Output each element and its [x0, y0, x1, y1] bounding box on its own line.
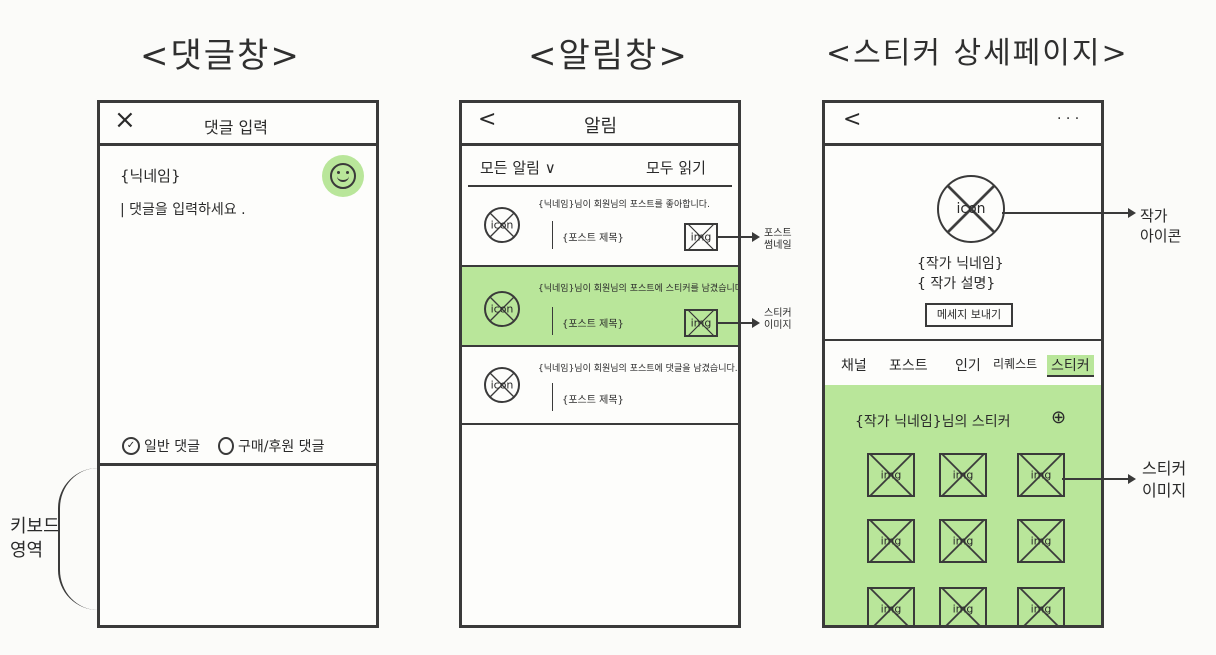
avatar-icon: icon: [484, 367, 520, 403]
item-divider: [462, 265, 738, 267]
artist-icon-note: 작가 아이콘: [1140, 207, 1182, 245]
notification-item[interactable]: icon {닉네임}님이 회원님의 포스트에 댓글을 남겼습니다. {포스트 제…: [462, 347, 738, 423]
notification-text: {닉네임}님이 회원님의 포스트에 댓글을 남겼습니다.: [538, 364, 738, 374]
message-button-label: 메세지 보내기: [936, 308, 1002, 321]
tab-sticker[interactable]: 스티커: [1047, 355, 1094, 377]
radio-purchase-label: 구매/후원 댓글: [238, 439, 325, 455]
tab-divider-top: [825, 339, 1101, 341]
download-icon[interactable]: ⊕: [1051, 407, 1067, 428]
keyboard-divider: [100, 463, 376, 466]
notification-item[interactable]: icon {닉네임}님이 회원님의 포스트에 스티커를 남겼습니다. {포스트 …: [462, 267, 738, 345]
sticker-image[interactable]: img: [1017, 453, 1065, 497]
smile-icon: [330, 163, 356, 189]
sticker-section-title: {작가 닉네임}님의 스티커: [855, 414, 1011, 430]
sticker-image[interactable]: img: [1017, 587, 1065, 625]
notify-screen: < 알림 모든 알림 ∨ 모두 읽기 icon {닉네임}님이 회원님의 포스트…: [459, 100, 741, 628]
avatar-icon: icon: [484, 291, 520, 327]
radio-checked-icon: ✓: [122, 437, 140, 455]
sticker-header: < · · ·: [825, 103, 1101, 146]
sticker-image[interactable]: img: [1017, 519, 1065, 563]
sticker-arrow: [718, 318, 760, 328]
notification-item[interactable]: icon {닉네임}님이 회원님의 포스트를 좋아합니다. {포스트 제목} i…: [462, 187, 738, 265]
read-all-button[interactable]: 모두 읽기: [646, 159, 706, 177]
notification-text: {닉네임}님이 회원님의 포스트를 좋아합니다.: [538, 200, 710, 210]
back-button[interactable]: <: [478, 107, 497, 132]
emoji-button[interactable]: [322, 155, 364, 197]
sticker-panel: {작가 닉네임}님의 스티커 ⊕ img img img img img img…: [825, 385, 1101, 625]
avatar-icon: icon: [484, 207, 520, 243]
item-divider: [462, 345, 738, 347]
tab-post[interactable]: 포스트: [889, 358, 928, 374]
tab-channel[interactable]: 채널: [841, 358, 867, 374]
sticker-image[interactable]: img: [867, 587, 915, 625]
radio-normal-label: 일반 댓글: [144, 439, 200, 455]
sticker-image[interactable]: img: [939, 453, 987, 497]
notify-screen-title: <알림창>: [528, 36, 689, 76]
radio-empty-icon: [218, 437, 234, 455]
sticker-image-arrow: [1062, 474, 1136, 484]
artist-icon: icon: [937, 175, 1005, 243]
message-button[interactable]: 메세지 보내기: [925, 303, 1013, 327]
sticker-image[interactable]: img: [939, 519, 987, 563]
back-button[interactable]: <: [843, 107, 862, 132]
sticker-image[interactable]: img: [867, 519, 915, 563]
post-title: {포스트 제목}: [562, 395, 624, 406]
post-thumbnail: img: [684, 223, 718, 251]
sticker-image-note: 스티커 이미지: [1142, 459, 1187, 500]
sticker-screen-title: <스티커 상세페이지>: [826, 36, 1129, 71]
more-menu-button[interactable]: · · ·: [1057, 111, 1080, 127]
keyboard-area-label: 키보드 영역: [10, 516, 60, 561]
tab-bar: 채널 포스트 인기 리퀘스트 스티커: [825, 351, 1101, 381]
tab-popular[interactable]: 인기: [955, 358, 981, 374]
sticker-thumbnail: img: [684, 309, 718, 337]
notification-text: {닉네임}님이 회원님의 포스트에 스티커를 남겼습니다.: [538, 284, 741, 294]
sticker-note: 스티커 이미지: [764, 308, 792, 331]
artist-icon-arrow: [1002, 208, 1136, 218]
sticker-image[interactable]: img: [939, 587, 987, 625]
header-title: 알림: [584, 116, 618, 137]
thumb-arrow: [718, 232, 760, 242]
post-title: {포스트 제목}: [562, 233, 624, 244]
filter-divider: [468, 185, 732, 187]
nickname: {닉네임}: [120, 167, 181, 185]
item-divider: [462, 423, 738, 425]
header-title: 댓글 입력: [204, 118, 268, 137]
thumb-note: 포스트 썸네일: [764, 228, 792, 251]
sticker-image[interactable]: img: [867, 453, 915, 497]
post-title-divider: [552, 221, 553, 249]
sticker-screen: < · · · icon {작가 닉네임} { 작가 설명} 메세지 보내기 채…: [822, 100, 1104, 628]
tab-request[interactable]: 리퀘스트: [993, 357, 1038, 371]
filter-dropdown[interactable]: 모든 알림 ∨: [480, 159, 556, 177]
comment-input[interactable]: | 댓글을 입력하세요 .: [120, 202, 246, 218]
artist-name: {작가 닉네임}: [917, 256, 1004, 272]
post-title-divider: [552, 307, 553, 335]
comment-header: × 댓글 입력: [100, 103, 376, 146]
keyboard-bracket: [58, 468, 98, 610]
comment-screen-title: <댓글창>: [140, 36, 301, 76]
post-title-divider: [552, 383, 553, 411]
close-button[interactable]: ×: [114, 105, 136, 135]
artist-description: { 작가 설명}: [917, 276, 996, 292]
notify-header: < 알림: [462, 103, 738, 146]
post-title: {포스트 제목}: [562, 319, 624, 330]
comment-screen: × 댓글 입력 {닉네임} | 댓글을 입력하세요 . ✓ 일반 댓글 구매/후…: [97, 100, 379, 628]
